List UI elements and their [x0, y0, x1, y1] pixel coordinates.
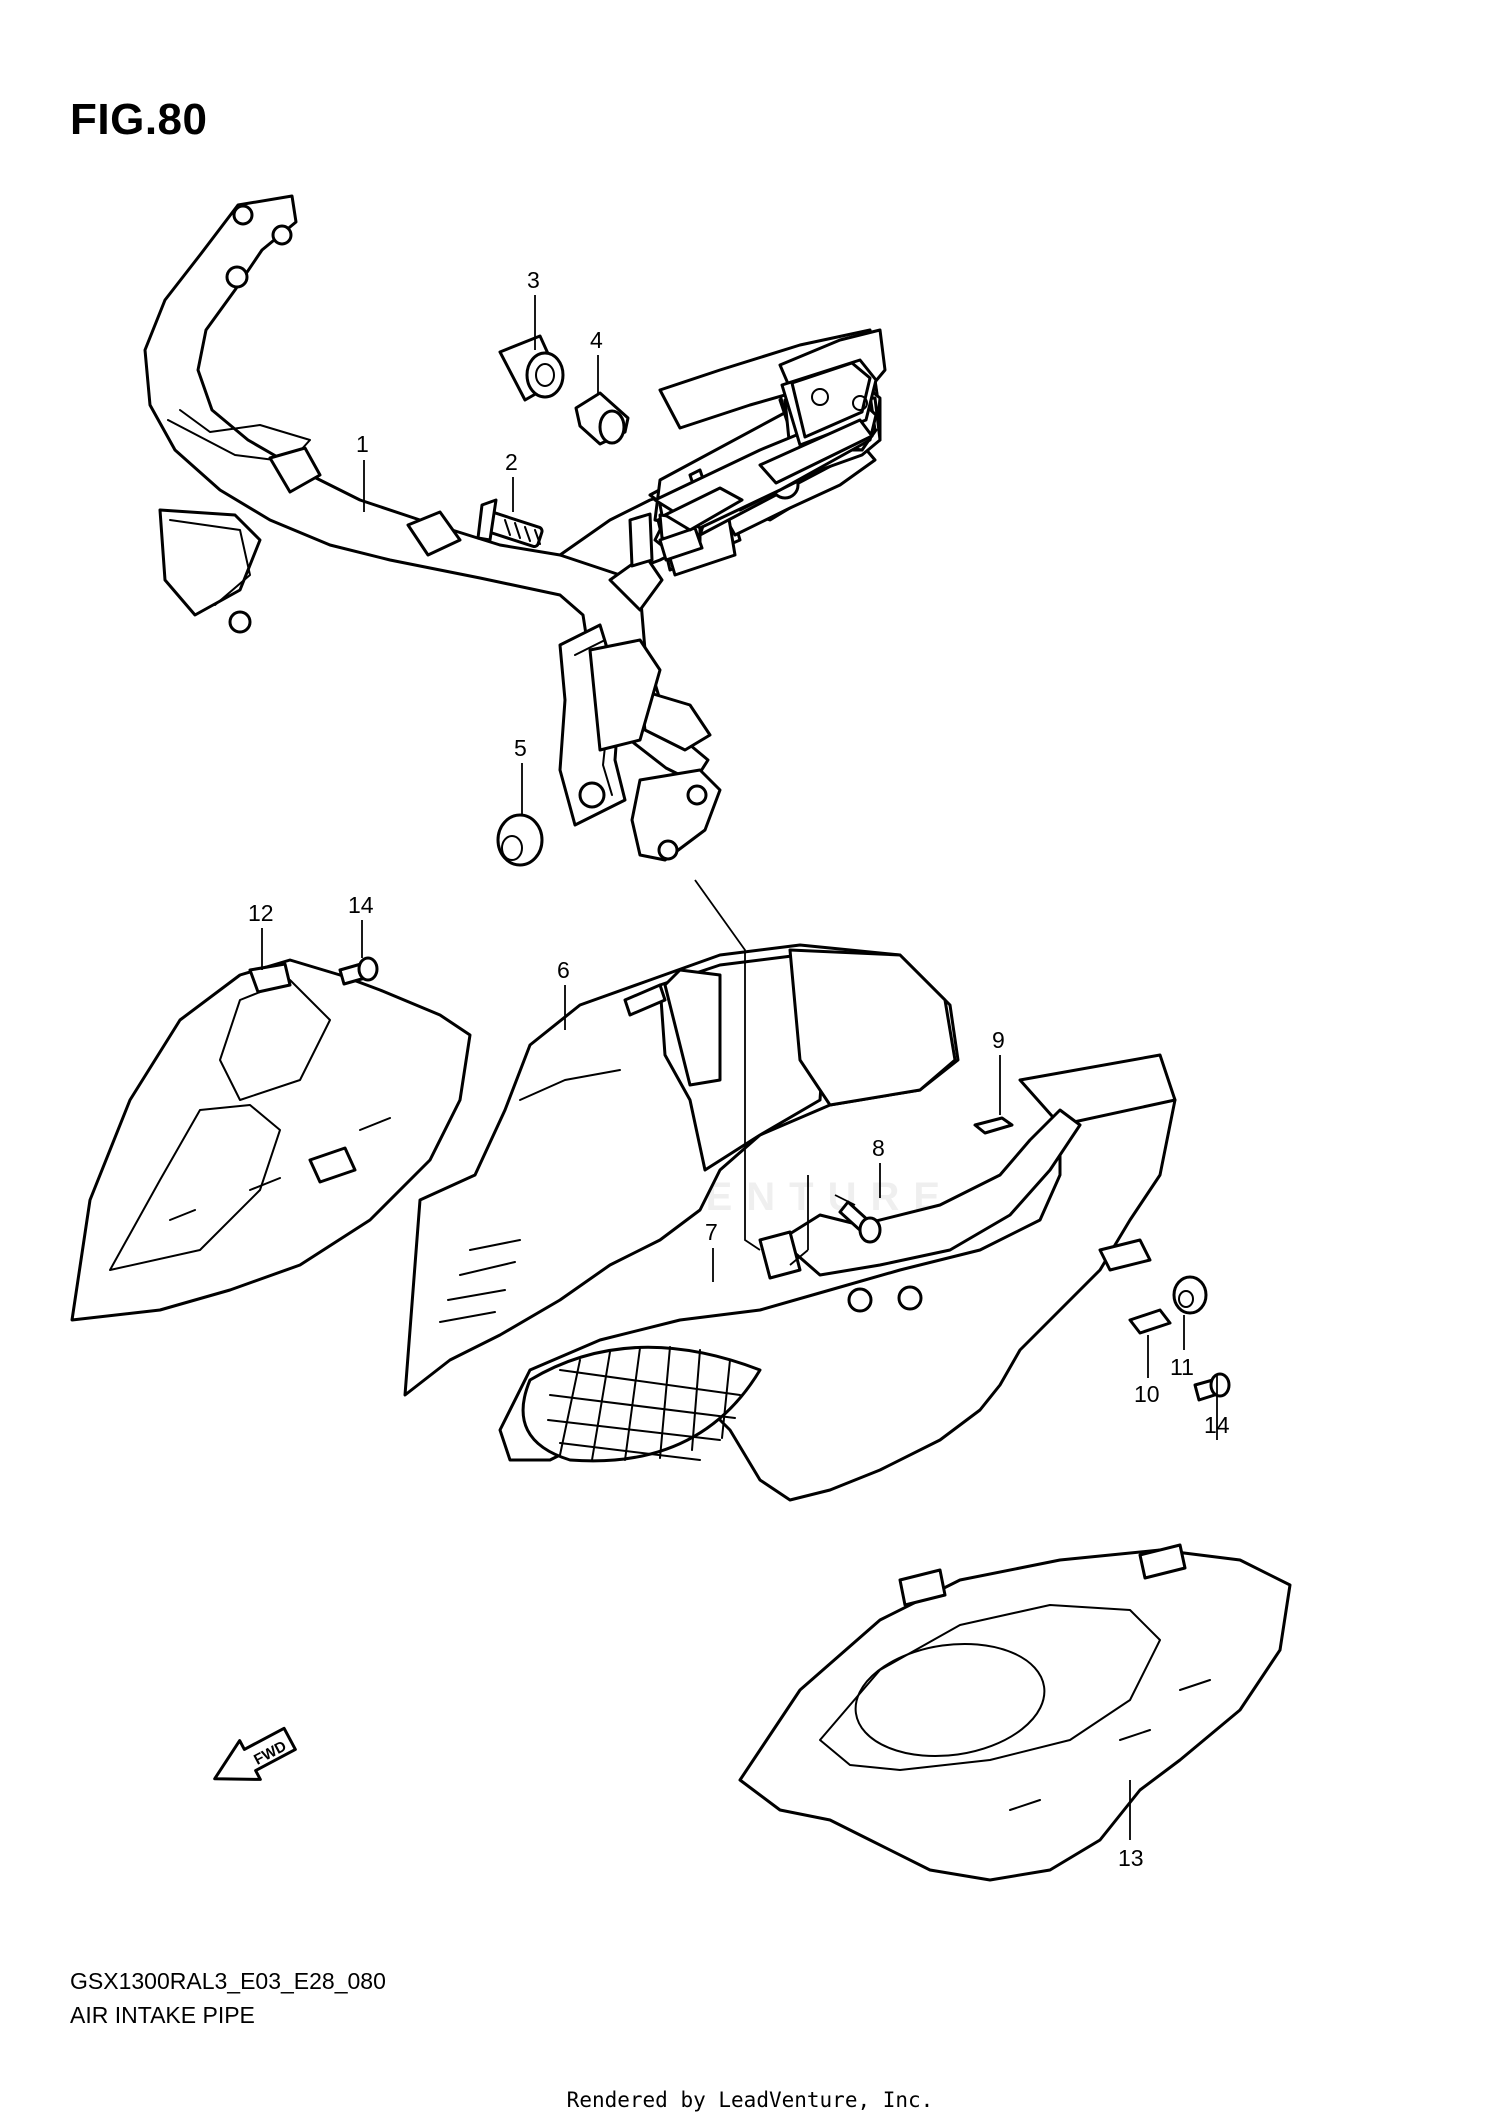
callout-12: 12: [248, 900, 274, 970]
svg-text:14: 14: [348, 892, 374, 918]
callout-5: 5: [514, 735, 527, 815]
svg-text:12: 12: [248, 900, 274, 926]
part-10-clip: [1128, 1308, 1172, 1335]
callout-10: 10: [1134, 1335, 1160, 1407]
part-13-outer-cover: [738, 1543, 1292, 1882]
callout-7: 7: [705, 1219, 718, 1282]
svg-text:14: 14: [1204, 1412, 1230, 1438]
svg-text:4: 4: [590, 327, 603, 353]
svg-text:13: 13: [1118, 1845, 1144, 1871]
assembly-lines: [694, 879, 856, 1266]
callout-14-lower: 14: [1204, 1375, 1230, 1440]
svg-text:9: 9: [992, 1027, 1005, 1053]
svg-text:6: 6: [557, 957, 570, 983]
part-4-collar: [574, 391, 630, 446]
forward-direction-arrow: FWD: [213, 1726, 297, 1781]
callout-1: 1: [356, 431, 369, 512]
part-3-grommet: [498, 334, 565, 402]
callout-4: 4: [590, 327, 603, 395]
part-9-clip-nut: [973, 1116, 1014, 1135]
callout-6: 6: [557, 957, 570, 1030]
model-code: GSX1300RAL3_E03_E28_080: [70, 1968, 386, 1994]
svg-text:3: 3: [527, 267, 540, 293]
svg-text:2: 2: [505, 449, 518, 475]
svg-text:8: 8: [872, 1135, 885, 1161]
svg-text:11: 11: [1170, 1354, 1194, 1380]
diagram-name: AIR INTAKE PIPE: [70, 2002, 255, 2028]
part-8-screw: [838, 1200, 882, 1244]
part-14-screw-lower: [1193, 1372, 1231, 1402]
part-14-screw-upper: [338, 956, 379, 986]
callout-13: 13: [1118, 1780, 1144, 1871]
rendered-by-credit: Rendered by LeadVenture, Inc.: [566, 2088, 934, 2112]
svg-text:5: 5: [514, 735, 527, 761]
svg-text:7: 7: [705, 1219, 718, 1245]
part-1-frame-bracket: [143, 194, 887, 862]
part-7-main-intake-duct: [498, 1053, 1177, 1502]
callout-3: 3: [527, 267, 540, 350]
callout-8: 8: [872, 1135, 885, 1198]
part-2-bolt: [476, 498, 544, 549]
svg-text:10: 10: [1134, 1381, 1160, 1407]
svg-text:1: 1: [356, 431, 369, 457]
part-11-grommet: [1172, 1275, 1208, 1315]
part-5-grommet: [496, 813, 544, 867]
callout-9: 9: [992, 1027, 1005, 1115]
part-12-left-inner-cover: [70, 958, 472, 1322]
callout-11: 11: [1170, 1315, 1194, 1380]
callout-14-upper: 14: [348, 892, 374, 958]
intake-mesh: [547, 1346, 741, 1461]
callout-2: 2: [505, 449, 518, 512]
figure-title: FIG.80: [70, 95, 208, 144]
